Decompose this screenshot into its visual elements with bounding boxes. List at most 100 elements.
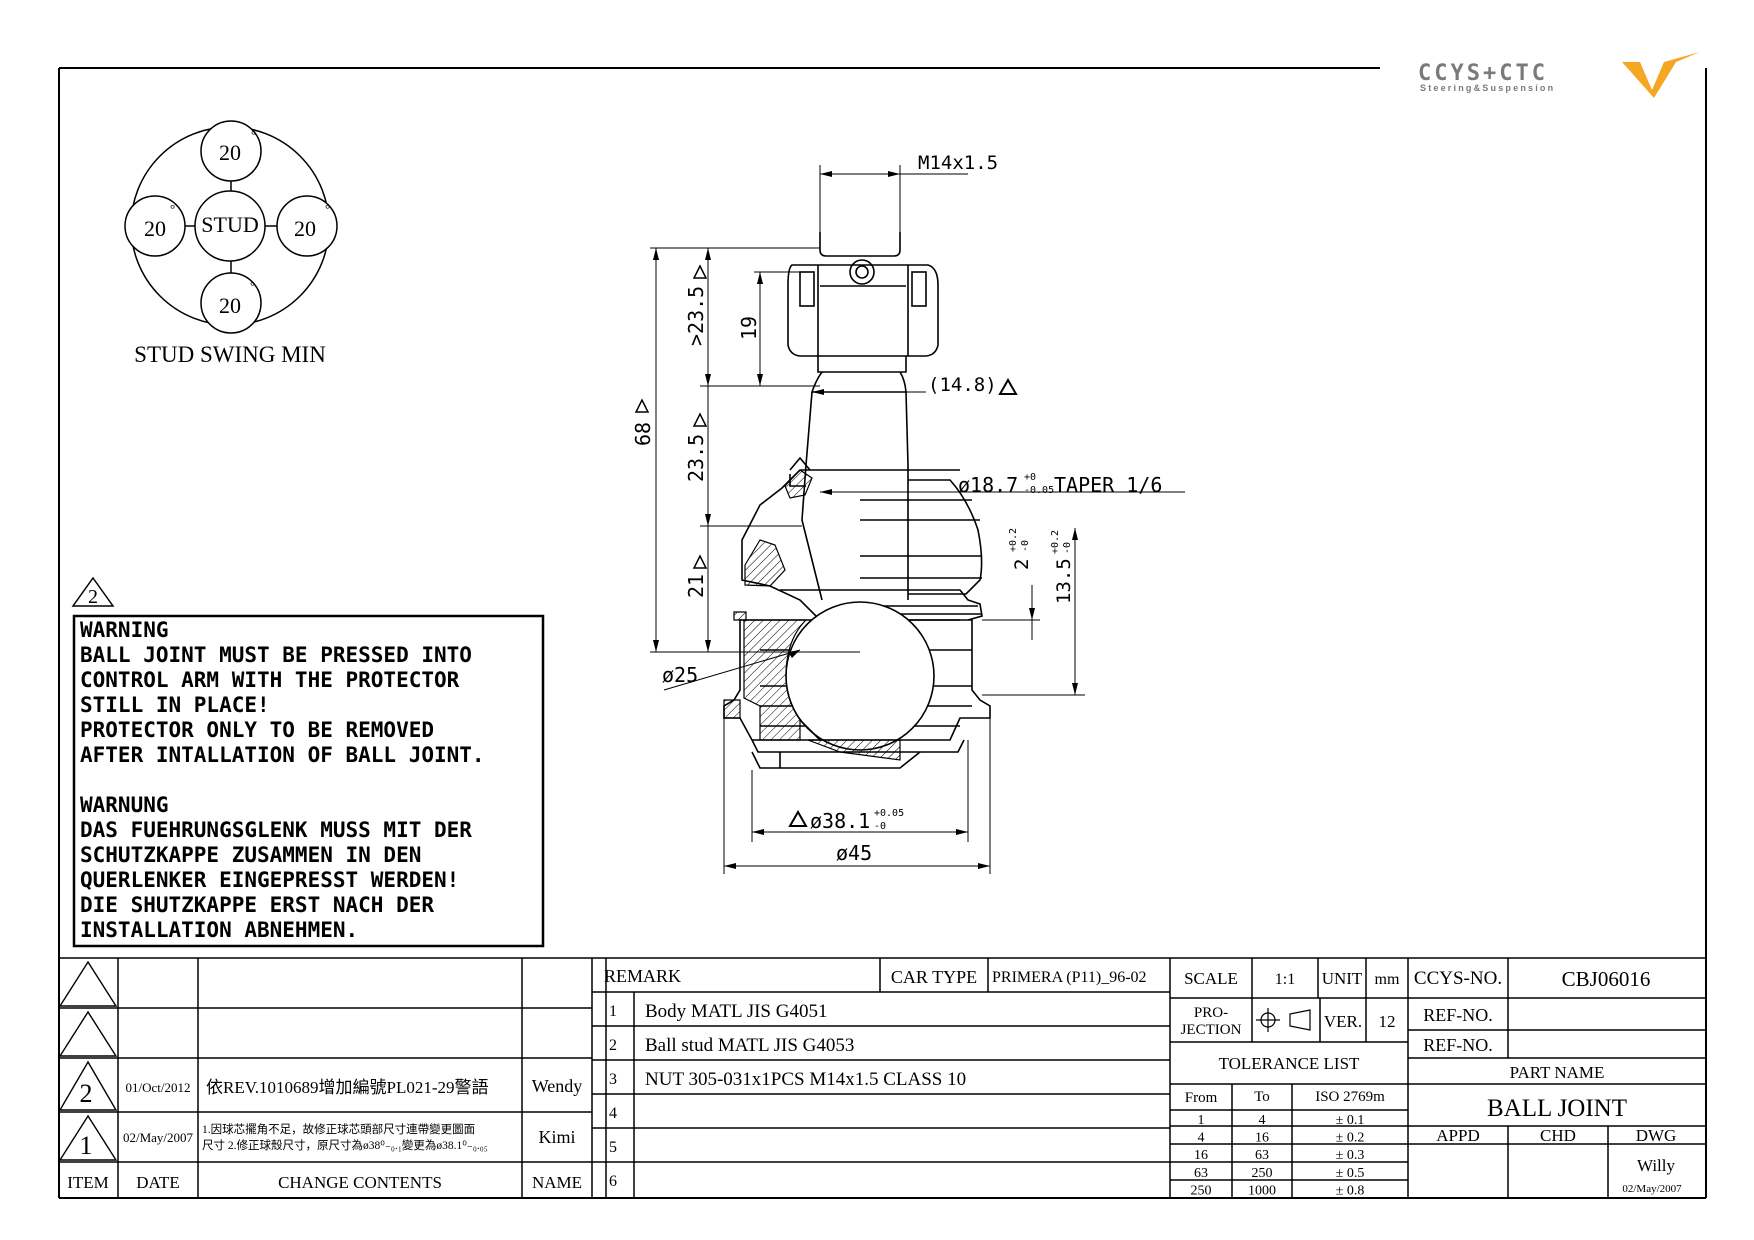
warning-en-line-4: STILL IN PLACE! [80,693,270,717]
swing-right-value: 20 [294,216,316,241]
tol-from: 16 [1194,1148,1208,1163]
revision-row-name: Wendy [532,1076,583,1096]
warning-box: WARNING BALL JOINT MUST BE PRESSED INTO … [72,614,545,948]
tol-to: 250 [1252,1166,1273,1181]
header-change-contents: CHANGE CONTENTS [278,1173,442,1192]
dim-13-tol-up: +0.2 [1050,530,1061,554]
revision-row-contents: 依REV.1010689增加編號PL021-29警語 [206,1078,489,1097]
ccys-no-value: CBJ06016 [1562,967,1651,991]
dim-body-tol-up: +0.05 [874,808,904,819]
dim-small-tol-up: +0.2 [1008,528,1019,552]
revision-triangles [58,960,118,1161]
swing-bottom-value: 20 [219,293,241,318]
tol-to: 63 [1255,1148,1269,1163]
warning-de-line-5: DIE SHUTZKAPPE ERST NACH DER [80,893,434,917]
dim-small-height: 2 [1011,559,1033,570]
warning-de-line-1: WARNUNG [80,793,169,817]
scale-value: 1:1 [1275,971,1295,988]
dim-small-tol-lo: -0 [1020,540,1031,552]
title-block: CCYS-NO. CBJ06016 REF-NO. REF-NO. PART N… [1414,967,1682,1195]
logo-tagline: Steering&Suspension [1420,83,1555,93]
dim-lower-height: 21 [684,574,708,598]
tol-to: 1000 [1248,1183,1276,1198]
dim-13-height: 13.5 [1053,558,1075,604]
tol-value: ± 0.5 [1336,1166,1365,1181]
title-block-grid [59,957,1706,1198]
revision-table: 2 01/Oct/2012 依REV.1010689增加編號PL021-29警語… [67,1076,582,1192]
revision-row-date: 02/May/2007 [123,1130,194,1145]
remark-no: 4 [609,1105,617,1122]
stud-thread [819,232,901,257]
stud-swing-labels: 20 ° 20 ° 20 ° 20 ° STUD STUD SWING MIN [134,127,330,367]
revision-empty-2-icon [58,1010,118,1057]
castle-nut [787,264,939,357]
dim-taper: ø18.7 [958,473,1018,497]
tol-header-std: ISO 2769m [1315,1089,1385,1105]
warning-de-line-6: INSTALLATION ABNEHMEN. [80,918,358,942]
dim-total-flag-icon [634,398,650,413]
remark-no: 1 [609,1003,617,1020]
revision-row-item: 2 [80,1079,93,1108]
warning-de-line-4: QUERLENKER EINGEPRESST WERDEN! [80,868,459,892]
swing-left-deg: ° [170,201,175,216]
dim-total-height: 68 [631,422,655,446]
sheet-border [58,67,1707,1199]
tol-to: 16 [1255,1131,1269,1146]
remark-no: 6 [609,1173,617,1190]
car-type-label: CAR TYPE [891,967,977,987]
dim-flange: ø45 [836,841,872,865]
dwg-name: Willy [1637,1156,1676,1175]
remark-text: Ball stud MATL JIS G4053 [645,1035,854,1056]
remark-no: 2 [609,1037,617,1054]
dwg-date: 02/May/2007 [1622,1183,1682,1195]
dim-ref-flag-icon [998,377,1018,395]
tol-value: ± 0.1 [1336,1113,1365,1128]
ref-no-label-1: REF-NO. [1423,1005,1493,1025]
remark-no: 3 [609,1071,617,1088]
ccys-no-label: CCYS-NO. [1414,968,1502,989]
dim-ball: ø25 [662,663,698,687]
revision-row-contents-2: 尺寸 2.修正球殼尺寸，原尺寸為ø38⁰₋₀.₁變更為ø38.1⁰₋₀.₀₅ [202,1138,488,1152]
dim-mid-height: 23.5 [684,434,708,482]
dim-upper-flag-icon [692,264,708,279]
projection-symbol-icon [1256,1008,1311,1032]
taper-shank [801,391,823,601]
appd-label: APPD [1436,1126,1479,1145]
header-name: NAME [532,1173,582,1192]
revision-2-icon [58,1060,118,1111]
dim-lower-flag-icon [692,554,708,569]
dim-taper-tol-lo: -0.05 [1024,485,1054,496]
dim-nut-height: 19 [737,316,761,340]
remark-text: Body MATL JIS G4051 [645,1001,827,1022]
part-name-label: PART NAME [1510,1063,1605,1082]
tol-header-from: From [1185,1090,1218,1106]
tolerance-title: TOLERANCE LIST [1219,1054,1360,1073]
dim-13-tol-lo: -0 [1062,542,1073,554]
dim-body-tol-lo: -0 [874,821,886,832]
tol-from: 250 [1191,1183,1212,1198]
warning-en-line-2: BALL JOINT MUST BE PRESSED INTO [80,643,472,667]
revision-empty-1-icon [58,960,118,1007]
remark-text: NUT 305-031x1PCS M14x1.5 CLASS 10 [645,1069,966,1090]
swing-top-deg: ° [251,127,256,142]
warning-de-line-3: SCHUTZKAPPE ZUSAMMEN IN DEN [80,843,421,867]
revision-1-icon [58,1114,118,1161]
dimension-labels: M14x1.5 68 >23.5 19 23.5 21 (14.8) ø18.7… [631,152,1162,865]
revision-row-name: Kimi [538,1127,575,1147]
tol-header-to: To [1254,1089,1270,1105]
company-logo: CCYS+CTC Steering&Suspension [1418,52,1700,98]
header-date: DATE [136,1173,179,1192]
warning-en-line-1: WARNING [80,618,169,642]
revision-row-date: 01/Oct/2012 [126,1080,191,1095]
header-item: ITEM [67,1173,109,1192]
tol-value: ± 0.3 [1336,1148,1365,1163]
stud-swing-diagram [124,120,338,334]
remark-label: REMARK [604,966,681,986]
car-type-value: PRIMERA (P11)_96-02 [992,969,1147,986]
dim-taper-tol-up: +0 [1024,472,1036,483]
dim-body-flag-icon [788,809,808,827]
revision-row-contents: 1.因球芯擺角不足，故修正球芯頭部尺寸連帶變更圖面 [202,1122,475,1136]
dim-upper-height: >23.5 [684,286,708,346]
revision-marker-number: 2 [88,586,98,608]
